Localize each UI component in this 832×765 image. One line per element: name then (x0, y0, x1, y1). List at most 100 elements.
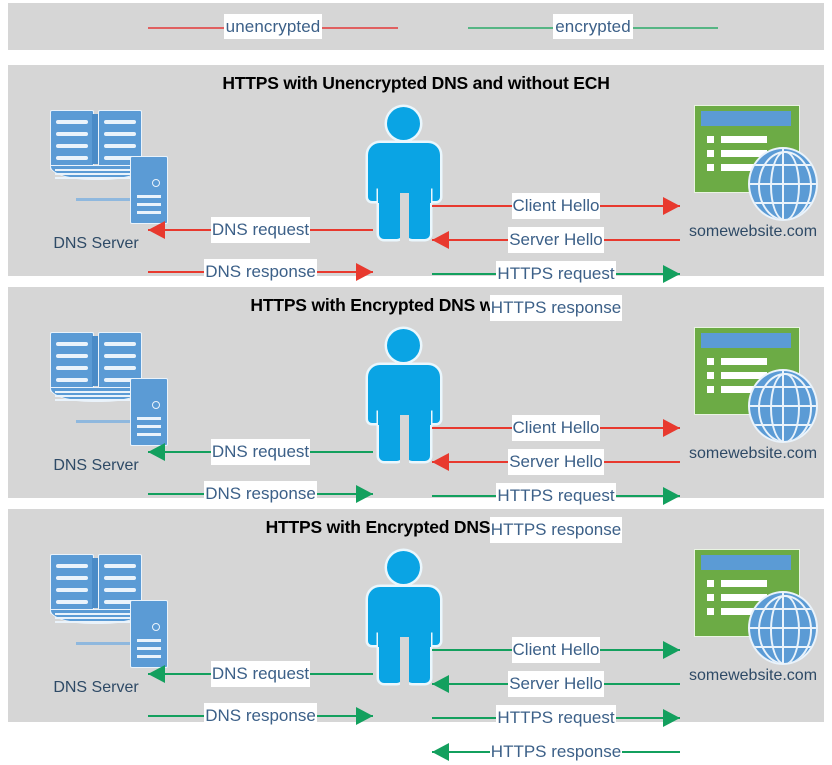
dns-server-caption: DNS Server (53, 235, 139, 252)
dns-server-caption: DNS Server (53, 679, 139, 696)
book-text-line (104, 342, 136, 346)
message-right-client-hello: Client Hello (432, 415, 680, 441)
arrow-head-right-icon (663, 709, 680, 727)
person-leg-gap (400, 415, 409, 463)
person-icon (366, 551, 442, 685)
book-text-line (104, 354, 136, 358)
message-left-dns-response: DNS response (148, 481, 373, 507)
arrow-head-right-icon (663, 641, 680, 659)
legend-label-encrypted: encrypted (553, 14, 633, 39)
message-label: DNS request (210, 661, 311, 687)
server-power-led (152, 179, 160, 187)
page-bullet (707, 372, 714, 379)
book-text-line (104, 156, 136, 160)
legend-bar: unencrypted encrypted (8, 3, 824, 50)
dns-server-icon (36, 110, 176, 235)
server-slot (137, 655, 161, 658)
globe-icon (748, 147, 818, 221)
person-leg-right (407, 191, 430, 239)
server-power-led (152, 401, 160, 409)
book-icon (50, 554, 144, 624)
server-slot (137, 425, 161, 428)
page-text-row (721, 386, 767, 393)
book-text-line (104, 564, 136, 568)
message-right-https-response: HTTPS response (432, 517, 680, 543)
message-label: DNS response (204, 481, 317, 507)
person-icon (366, 107, 442, 241)
arrow-head-right-icon (663, 197, 680, 215)
server-tower-icon (130, 378, 168, 446)
page-bullet (707, 594, 714, 601)
person-head (387, 107, 420, 140)
dns-server-caption: DNS Server (53, 457, 139, 474)
globe-ellipse (770, 151, 800, 219)
book-text-line (56, 120, 88, 124)
message-label: DNS response (204, 259, 317, 285)
globe-icon (748, 591, 818, 665)
book-base (50, 165, 144, 180)
server-slot (137, 203, 161, 206)
arrow-head-left-icon (148, 221, 165, 239)
arrow-head-left-icon (432, 743, 449, 761)
globe-ellipse (770, 373, 800, 441)
page-bullet (707, 136, 714, 143)
page-bullet (707, 608, 714, 615)
message-right-https-request: HTTPS request (432, 483, 680, 509)
book-text-line (56, 564, 88, 568)
message-label: HTTPS response (489, 517, 623, 543)
book-text-line (56, 342, 88, 346)
message-label: Server Hello (508, 227, 604, 253)
page-bullet (707, 164, 714, 171)
website-icon (686, 549, 818, 667)
book-page-edge (55, 177, 139, 179)
message-label: DNS response (204, 703, 317, 729)
page-bullet (707, 358, 714, 365)
dns-server-icon (36, 332, 176, 457)
book-page-edge (55, 173, 139, 175)
book-text-line (56, 576, 88, 580)
book-half-right (98, 554, 142, 614)
arrow-head-left-icon (432, 231, 449, 249)
page-bullet (707, 150, 714, 157)
arrow-head-right-icon (663, 419, 680, 437)
book-text-line (104, 366, 136, 370)
globe-ellipse (770, 595, 800, 663)
arrow-head-right-icon (663, 487, 680, 505)
book-text-line (104, 132, 136, 136)
message-label: HTTPS response (489, 739, 623, 765)
book-spine (92, 558, 98, 608)
book-icon (50, 110, 144, 180)
person-leg-right (407, 413, 430, 461)
page-header-bar (701, 333, 791, 348)
server-slot (137, 647, 161, 650)
page-text-row (721, 580, 767, 587)
page-text-row (721, 608, 767, 615)
page-bullet (707, 580, 714, 587)
arrow-head-right-icon (663, 265, 680, 283)
panel-title: HTTPS with Unencrypted DNS and without E… (222, 73, 610, 93)
book-text-line (104, 600, 136, 604)
message-label: Server Hello (508, 449, 604, 475)
book-text-line (56, 132, 88, 136)
page-text-row (721, 372, 767, 379)
book-half-left (50, 110, 94, 170)
legend-label-unencrypted: unencrypted (223, 14, 323, 39)
page-text-row (721, 358, 767, 365)
message-right-client-hello: Client Hello (432, 193, 680, 219)
diagram-panel-1: HTTPS with Unencrypted DNS and without E… (8, 65, 824, 321)
book-text-line (56, 600, 88, 604)
person-head (387, 551, 420, 584)
person-leg-left (379, 191, 402, 239)
message-right-https-request: HTTPS request (432, 261, 680, 287)
message-right-server-hello: Server Hello (432, 227, 680, 253)
person-leg-left (379, 413, 402, 461)
message-label: Client Hello (511, 193, 601, 219)
message-right-client-hello: Client Hello (432, 637, 680, 663)
page-text-row (721, 164, 767, 171)
server-power-led (152, 623, 160, 631)
legend-item-encrypted: encrypted (468, 3, 718, 50)
book-page-edge (55, 391, 139, 393)
arrow-head-right-icon (356, 485, 373, 503)
book-text-line (56, 156, 88, 160)
